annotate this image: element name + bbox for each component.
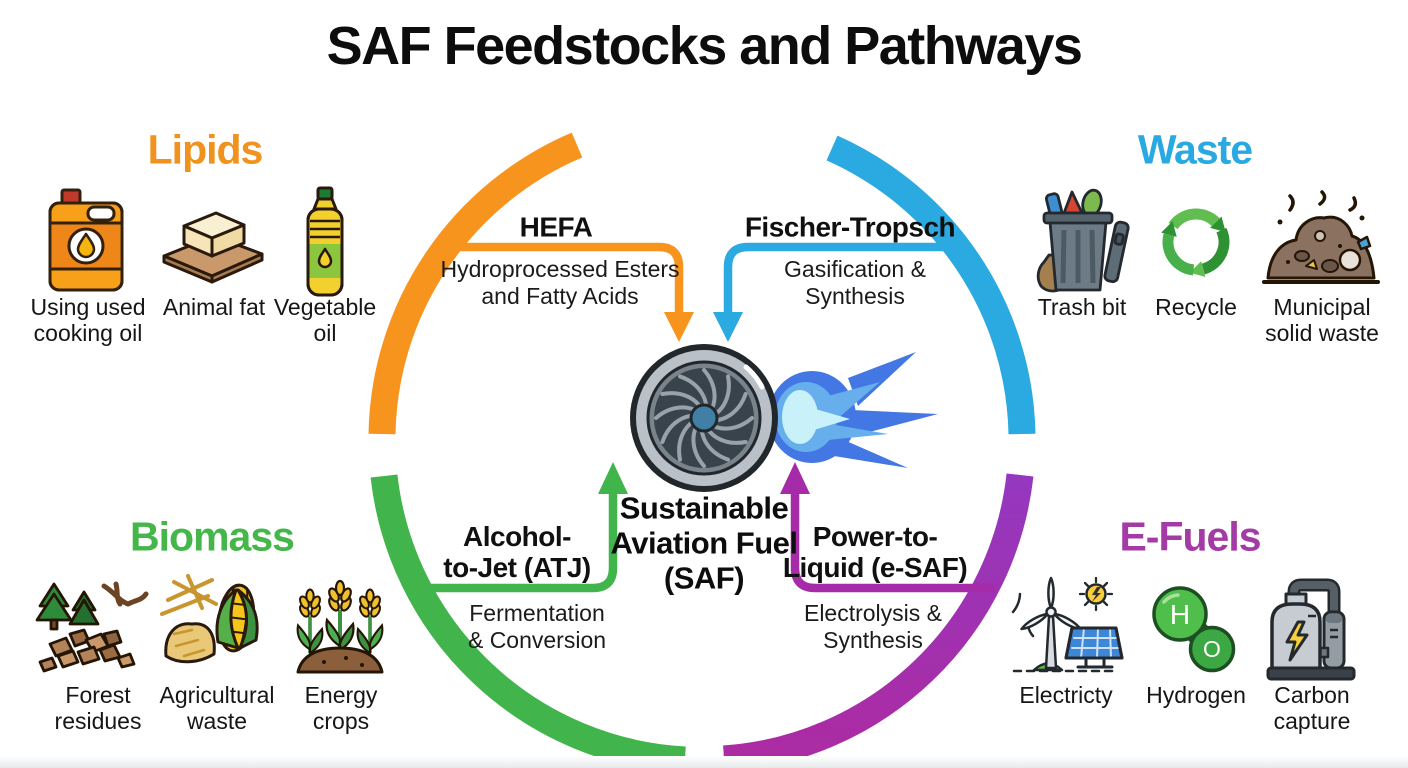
pathway-name-fischer-tropsch: Fischer-Tropsch (744, 211, 956, 243)
pathway-name-alcohol-to-jet: Alcohol- to-Jet (ATJ) (443, 521, 591, 583)
alcohol-to-jet-arrow (413, 462, 628, 593)
text-line: Carbon (1274, 682, 1350, 708)
hefa-arrow (437, 242, 694, 342)
pathway-desc-fischer-tropsch: Gasification & Synthesis (784, 256, 926, 310)
text-line: Forest (65, 682, 131, 708)
wind-solar-icon (1011, 576, 1124, 673)
text-line: residues (54, 708, 142, 734)
text-line: Synthesis (823, 627, 923, 653)
category-heading-waste: Waste (1137, 126, 1253, 173)
hydrogen-letter-o: O (1203, 636, 1221, 662)
text-line: (SAF) (663, 560, 745, 596)
text-line: Using used (30, 294, 146, 320)
item-label-vegetable-oil: Vegetable oil (274, 294, 376, 346)
trash-bin-icon (1036, 188, 1130, 293)
pathway-name-power-to-liquid: Power-to- Liquid (e-SAF) (782, 521, 968, 583)
text-line: cooking oil (33, 320, 143, 346)
oil-jerry-can-icon (48, 188, 124, 292)
text-line: capture (1273, 708, 1351, 734)
jet-engine-icon (630, 344, 778, 492)
item-label-carbon-capture: Carbon capture (1274, 682, 1351, 734)
pathway-desc-alcohol-to-jet: Fermentation & Conversion (468, 600, 606, 654)
item-label-municipal-solid-waste: Municipal solid waste (1265, 294, 1379, 346)
hydrogen-molecule-icon: H O (1152, 586, 1236, 673)
energy-crops-icon (295, 579, 385, 674)
text-line: Sustainable (619, 490, 789, 526)
text-line: Aviation Fuel (610, 525, 798, 561)
category-heading-biomass: Biomass (130, 513, 295, 560)
text-line: to-Jet (ATJ) (443, 552, 591, 583)
page-title: SAF Feedstocks and Pathways (326, 16, 1083, 76)
text-line: Liquid (e-SAF) (782, 552, 968, 583)
fischer-tropsch-arrow (713, 242, 963, 342)
text-line: & Conversion (467, 627, 607, 653)
item-label-energy-crops: Energy crops (305, 682, 378, 734)
text-line: Agricultural (159, 682, 275, 708)
item-label-animal-fat: Animal fat (162, 294, 266, 320)
pathway-arrows (413, 242, 995, 593)
item-label-electricity: Electricty (1019, 682, 1113, 708)
flame-icon (768, 352, 938, 468)
arc-biomass (370, 474, 686, 768)
pathway-name-hefa: HEFA (519, 211, 593, 243)
text-line: Electrolysis & (803, 600, 943, 626)
item-label-hydrogen: Hydrogen (1146, 682, 1246, 708)
recycle-symbol-icon (1161, 208, 1230, 277)
text-line: Fermentation (469, 600, 605, 626)
pathway-desc-power-to-liquid: Electrolysis & Synthesis (804, 600, 942, 654)
text-line: crops (312, 708, 370, 734)
item-label-trash-bit: Trash bit (1037, 294, 1127, 320)
item-label-recycle: Recycle (1155, 294, 1237, 320)
text-line: solid waste (1265, 320, 1379, 346)
text-line: Energy (304, 682, 378, 708)
feedstock-ring (368, 132, 1036, 768)
text-line: waste (186, 708, 248, 734)
waste-pile-icon (1262, 190, 1380, 284)
text-line: Vegetable (273, 294, 377, 320)
oil-bottle-icon (306, 186, 344, 297)
saf-center-label: Sustainable Aviation Fuel (SAF) (611, 491, 798, 596)
arc-efuels (723, 473, 1034, 768)
item-label-forest-residues: Forest residues (55, 682, 142, 734)
text-line: Gasification & (784, 256, 926, 282)
hydrogen-letter-h: H (1170, 599, 1190, 630)
bottom-edge-strip (0, 756, 1408, 768)
pathway-desc-hefa: Hydroprocessed Esters and Fatty Acids (440, 256, 679, 310)
text-line: and Fatty Acids (481, 283, 639, 309)
text-line: Hydroprocessed Esters (440, 256, 680, 282)
arc-waste (826, 135, 1036, 435)
category-heading-efuels: E-Fuels (1119, 513, 1261, 560)
text-line: Power-to- (812, 521, 938, 552)
item-label-used-cooking-oil: Using used cooking oil (30, 294, 145, 346)
text-line: Synthesis (805, 283, 905, 309)
text-line: Alcohol- (463, 521, 572, 552)
forest-residues-icon (35, 581, 149, 673)
butter-block-icon (162, 211, 264, 284)
category-heading-lipids: Lipids (147, 126, 264, 173)
carbon-capture-icon (1266, 578, 1356, 681)
arc-lipids (368, 132, 583, 435)
power-to-liquid-arrow (780, 462, 995, 593)
text-line: oil (313, 320, 337, 346)
item-label-agricultural-waste: Agricultural waste (159, 682, 274, 734)
agricultural-waste-icon (160, 574, 259, 664)
text-line: Municipal (1273, 294, 1371, 320)
